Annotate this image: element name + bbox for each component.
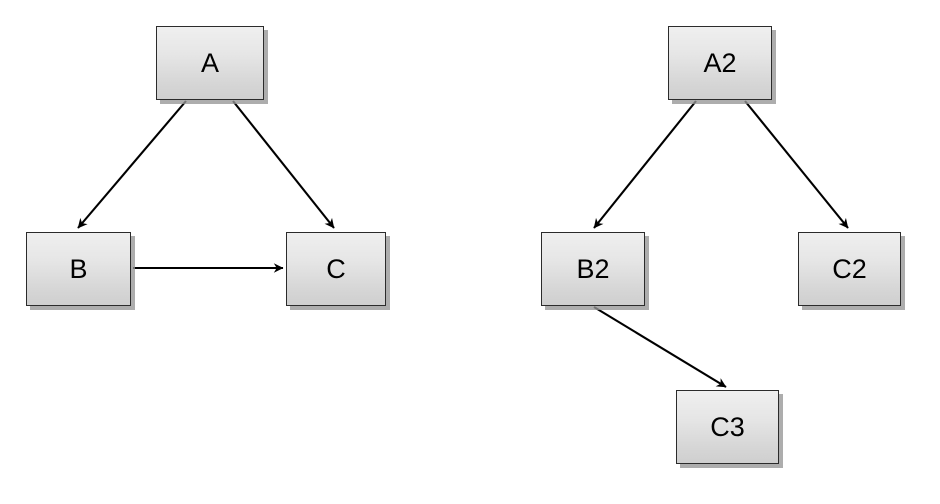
node-a[interactable]: A bbox=[156, 26, 264, 100]
node-c-label: C bbox=[326, 253, 346, 284]
node-b[interactable]: B bbox=[26, 232, 131, 306]
node-b2[interactable]: B2 bbox=[541, 232, 645, 306]
edge-a-to-b bbox=[77, 100, 187, 229]
node-a-label: A bbox=[200, 47, 219, 78]
node-a2[interactable]: A2 bbox=[668, 26, 772, 100]
node-b-label: B bbox=[69, 253, 88, 284]
node-b2-label: B2 bbox=[576, 253, 610, 284]
node-c2[interactable]: C2 bbox=[798, 232, 901, 306]
edge-a2-to-b2 bbox=[593, 100, 697, 229]
edge-a2-to-c2 bbox=[744, 100, 849, 229]
edge-a-to-c bbox=[232, 100, 335, 229]
node-c3-label: C3 bbox=[710, 411, 745, 442]
edge-b2-to-c3 bbox=[593, 306, 727, 388]
node-c3[interactable]: C3 bbox=[676, 390, 779, 464]
node-a2-label: A2 bbox=[703, 47, 737, 78]
node-c[interactable]: C bbox=[286, 232, 386, 306]
node-c2-label: C2 bbox=[832, 253, 867, 284]
